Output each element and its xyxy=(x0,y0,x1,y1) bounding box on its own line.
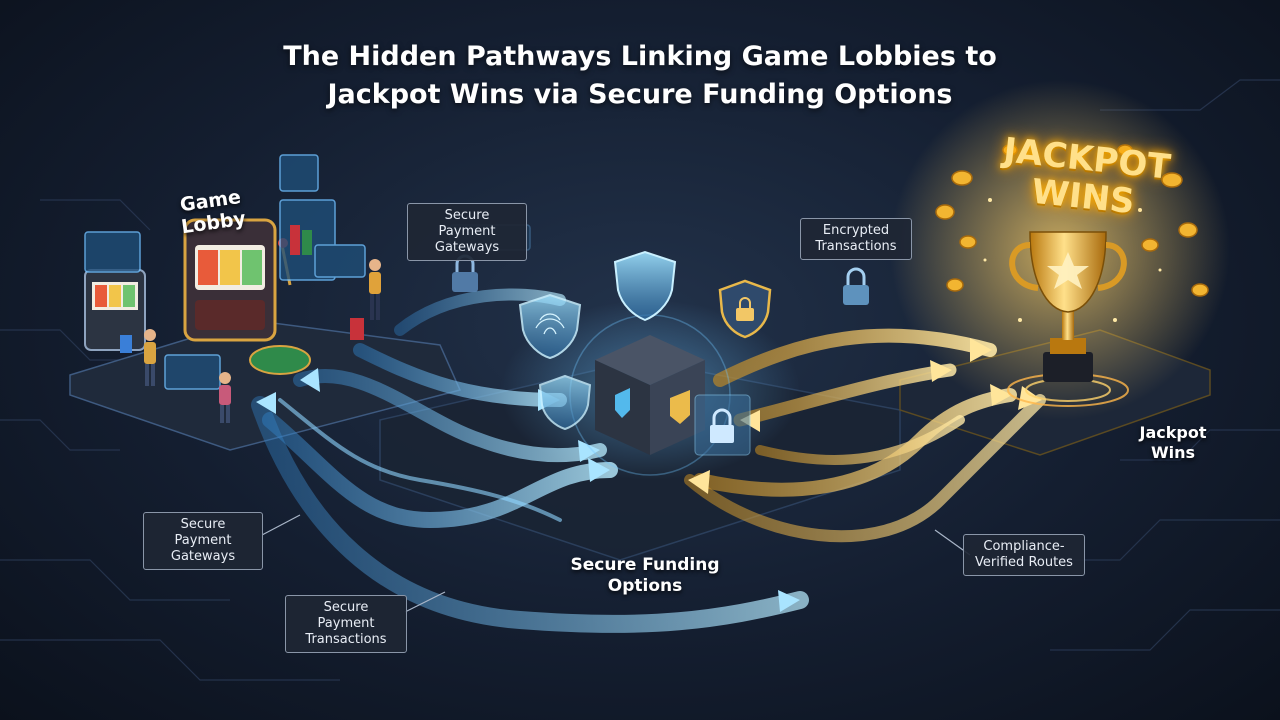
callout-text: Secure Payment xyxy=(174,517,232,548)
callout-gateways-left: Secure Payment Gateways xyxy=(143,512,263,570)
small-slot-machine xyxy=(84,269,146,351)
jackpot-wins-line-1: Jackpot xyxy=(1139,423,1207,442)
callout-text: Encrypted xyxy=(822,223,890,238)
callout-text: Gateways xyxy=(434,240,500,255)
gold-pathways xyxy=(684,328,1046,543)
poker-table xyxy=(120,225,364,375)
trophy-icon xyxy=(1007,231,1129,407)
lock-icon xyxy=(843,267,869,305)
gold-arrowheads xyxy=(688,338,1042,494)
player-figures xyxy=(144,259,381,423)
secure-funding-line-2: Options xyxy=(607,576,683,596)
circuit-lines xyxy=(0,79,1280,681)
shield-icon xyxy=(613,250,677,322)
blue-pathways xyxy=(251,288,809,633)
callout-text: Compliance- xyxy=(983,539,1065,554)
secure-funding-line-1: Secure Funding xyxy=(570,555,720,575)
callout-transactions: Secure Payment Transactions xyxy=(285,595,407,653)
callout-text: Secure Payment xyxy=(317,600,375,631)
gold-coins xyxy=(935,144,1209,297)
jackpot-wins-line-2: Wins xyxy=(1150,443,1196,462)
callout-compliance: Compliance- Verified Routes xyxy=(963,534,1085,576)
callout-text: Gateways xyxy=(170,549,236,564)
jackpot-wins-label: Jackpot Wins xyxy=(1118,423,1228,463)
slot-machine xyxy=(183,218,292,342)
lock-icon xyxy=(452,254,478,292)
callout-encrypted: Encrypted Transactions xyxy=(800,218,912,260)
secure-funding-label: Secure Funding Options xyxy=(560,555,730,597)
callout-text: Transactions xyxy=(815,239,897,254)
callout-text: Verified Routes xyxy=(975,555,1073,570)
lock-card-icon xyxy=(694,394,751,456)
callout-gateways-top: Secure Payment Gateways xyxy=(407,203,527,261)
fingerprint-shield-icon xyxy=(538,374,592,431)
vault-cube xyxy=(569,314,731,476)
callout-text: Secure Payment xyxy=(438,208,496,239)
title-line-1: The Hidden Pathways Linking Game Lobbies… xyxy=(283,41,997,72)
sparkles xyxy=(983,193,1162,322)
fingerprint-shield-icon xyxy=(518,293,582,360)
title-line-2: Jackpot Wins via Secure Funding Options xyxy=(327,79,953,110)
page-title: The Hidden Pathways Linking Game Lobbies… xyxy=(0,38,1280,114)
callout-text: Transactions xyxy=(305,632,387,647)
lock-shield-icon xyxy=(718,279,772,339)
